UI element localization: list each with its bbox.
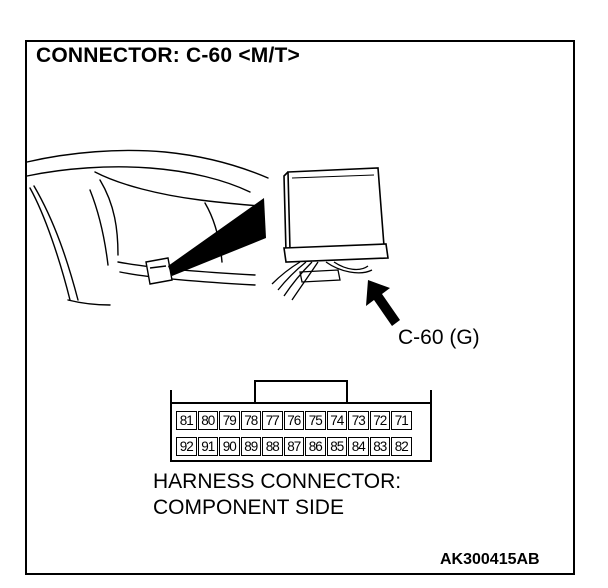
figure-id: AK300415AB (440, 551, 540, 568)
pin-row-top: 81 80 79 78 77 76 75 74 73 72 71 (176, 411, 413, 430)
pin: 71 (391, 411, 412, 430)
harness-wires (271, 261, 373, 301)
pin: 92 (176, 437, 197, 456)
pin: 87 (283, 437, 304, 456)
connector-callout-label: C-60 (G) (398, 326, 480, 349)
pin: 84 (348, 437, 369, 456)
pin-row-bottom: 92 91 90 89 88 87 86 85 84 83 82 (176, 437, 413, 456)
pin: 86 (305, 437, 326, 456)
ecu-module (283, 167, 389, 263)
pin: 90 (219, 437, 240, 456)
pin: 78 (240, 411, 261, 430)
harness-connector: 81 80 79 78 77 76 75 74 73 72 71 92 91 9… (170, 380, 432, 462)
diagram-frame (25, 40, 575, 575)
diagram-title: CONNECTOR: C-60 <M/T> (36, 44, 301, 67)
pin: 85 (326, 437, 347, 456)
pin: 89 (240, 437, 261, 456)
pin: 75 (305, 411, 326, 430)
pin: 88 (262, 437, 283, 456)
zoom-wedge (168, 198, 266, 276)
pin: 77 (262, 411, 283, 430)
pin: 74 (326, 411, 347, 430)
pin: 82 (391, 437, 412, 456)
dashboard-outline (26, 149, 269, 306)
connector-caption-line1: HARNESS CONNECTOR: (153, 470, 402, 493)
dashboard-socket (145, 257, 173, 285)
pin: 79 (219, 411, 240, 430)
connector-body: 81 80 79 78 77 76 75 74 73 72 71 92 91 9… (170, 390, 432, 462)
pin: 73 (348, 411, 369, 430)
pin: 91 (197, 437, 218, 456)
pin: 76 (283, 411, 304, 430)
connector-caption-line2: COMPONENT SIDE (153, 496, 344, 519)
pointer-arrow (366, 280, 400, 326)
pin: 72 (369, 411, 390, 430)
pin: 83 (369, 437, 390, 456)
connector-lock-tab (254, 380, 348, 404)
pin: 80 (197, 411, 218, 430)
pin: 81 (176, 411, 197, 430)
